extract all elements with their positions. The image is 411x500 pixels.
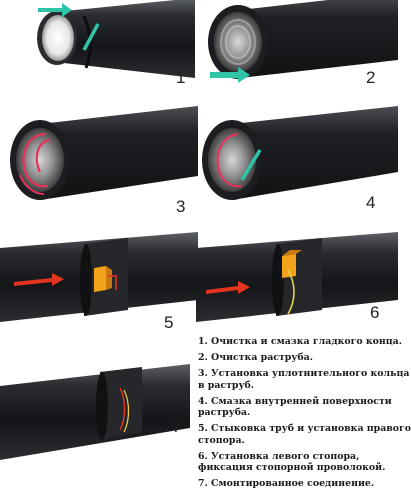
brush-stroke-icon bbox=[240, 149, 262, 181]
panel-6-left-stopper: 6 bbox=[196, 232, 398, 322]
arrow-teal-icon bbox=[38, 3, 72, 17]
legend-step-7: 7. Смонтированное соединение. bbox=[198, 478, 375, 490]
step-number-3: 3 bbox=[176, 197, 185, 216]
push-arrow-icon bbox=[206, 281, 250, 294]
step-number-5: 5 bbox=[164, 313, 173, 332]
panel-4-socket-lubrication: 4 bbox=[202, 106, 398, 212]
panel-7-assembled: 7 bbox=[0, 364, 190, 460]
panel-3-seal-ring: 3 bbox=[10, 106, 198, 216]
locking-wire-icon bbox=[287, 269, 295, 315]
steps-legend: 1. Очистка и смазка гладкого конца. 2. О… bbox=[198, 336, 411, 494]
right-stopper-icon bbox=[94, 266, 106, 292]
step-number-2: 2 bbox=[366, 68, 375, 87]
step-number-7: 7 bbox=[172, 417, 181, 436]
push-arrow-icon bbox=[14, 273, 64, 286]
panel-2-socket-cleaning: 2 bbox=[208, 0, 398, 87]
step-number-6: 6 bbox=[370, 303, 379, 322]
pipe-assembly-diagram: 1 2 3 4 5 bbox=[0, 0, 398, 460]
arrow-teal-icon bbox=[210, 67, 250, 83]
seal-ring-icon bbox=[22, 132, 51, 188]
legend-step-2: 2. Очистка раструба. bbox=[198, 351, 313, 363]
left-stopper-icon bbox=[282, 254, 296, 278]
legend-step-6: 6. Установка левого стопора,фиксация сто… bbox=[198, 450, 386, 474]
step-number-1: 1 bbox=[176, 68, 185, 87]
legend-step-1: 1. Очистка и смазка гладкого конца. bbox=[198, 336, 403, 347]
step-number-4: 4 bbox=[366, 193, 375, 212]
brush-stroke-icon bbox=[82, 23, 100, 51]
panel-1-spigot-cleaning: 1 bbox=[37, 0, 195, 87]
panel-5-joining: 5 bbox=[0, 232, 198, 332]
